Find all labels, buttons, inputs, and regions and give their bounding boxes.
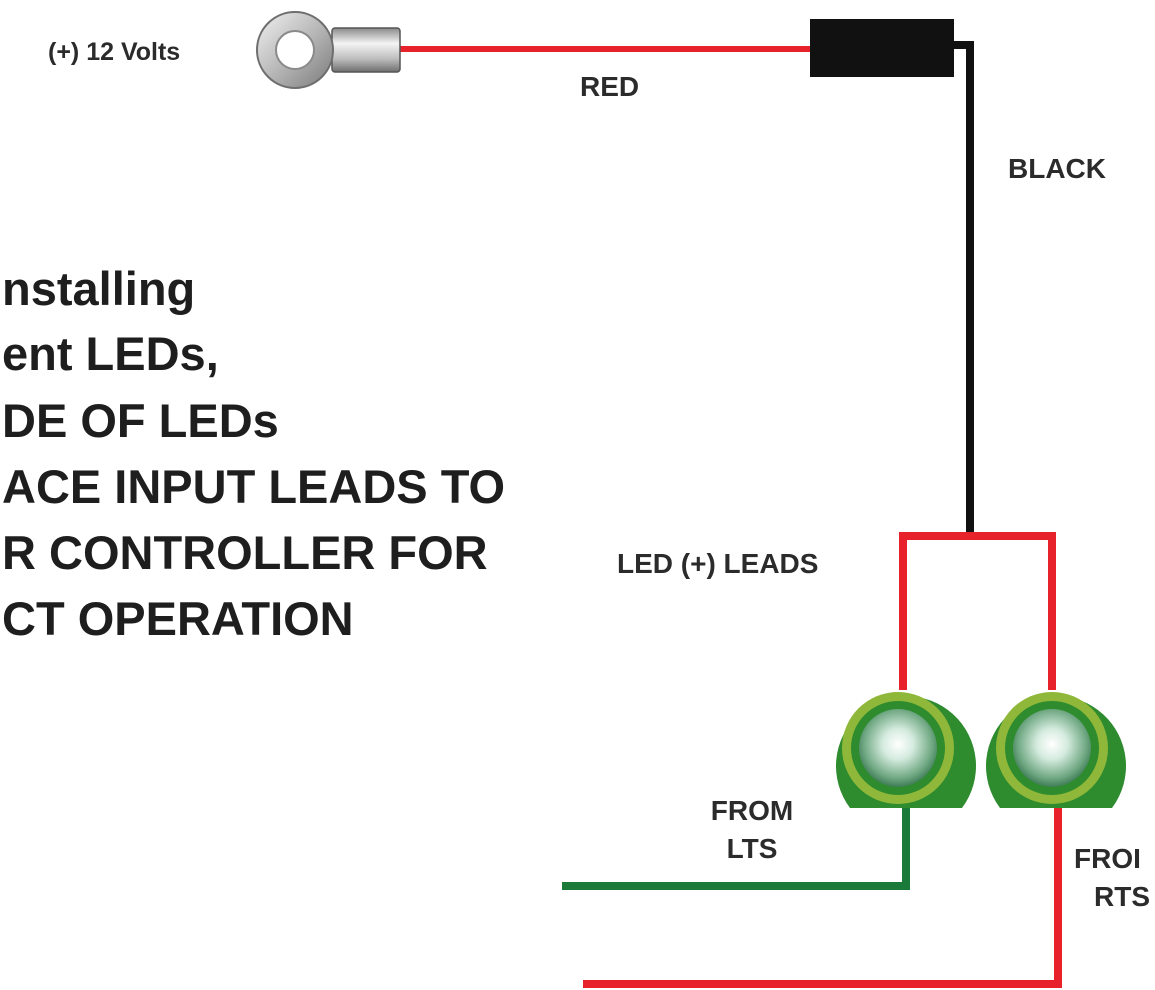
label-from-rts-line1: FROI bbox=[1074, 843, 1141, 874]
instruction-line-4: ACE INPUT LEADS TO bbox=[2, 460, 505, 513]
black-wire bbox=[950, 41, 974, 536]
ring-terminal-icon bbox=[256, 11, 401, 89]
instruction-line-6: CT OPERATION bbox=[2, 592, 354, 645]
instruction-text: nstalling ent LEDs, DE OF LEDs ACE INPUT… bbox=[2, 262, 505, 645]
label-12-volts: (+) 12 Volts bbox=[48, 38, 180, 66]
led-positive-leads bbox=[899, 532, 1056, 690]
instruction-line-5: R CONTROLLER FOR bbox=[2, 526, 488, 579]
label-led-leads: LED (+) LEADS bbox=[617, 548, 818, 579]
instruction-line-1: nstalling bbox=[2, 262, 195, 315]
inline-connector bbox=[810, 19, 954, 77]
label-from-lts-line2: LTS bbox=[727, 833, 778, 864]
red-wire-rts bbox=[583, 808, 1062, 988]
label-red: RED bbox=[580, 71, 639, 102]
instruction-line-3: DE OF LEDs bbox=[2, 394, 279, 447]
led-right-icon bbox=[986, 692, 1126, 808]
green-wire-lts bbox=[562, 808, 910, 890]
label-from-lts-line1: FROM bbox=[711, 795, 793, 826]
led-left-icon bbox=[836, 692, 976, 808]
label-from-rts-line2: RTS bbox=[1094, 881, 1150, 912]
label-black: BLACK bbox=[1008, 153, 1106, 184]
instruction-line-2: ent LEDs, bbox=[2, 327, 219, 380]
